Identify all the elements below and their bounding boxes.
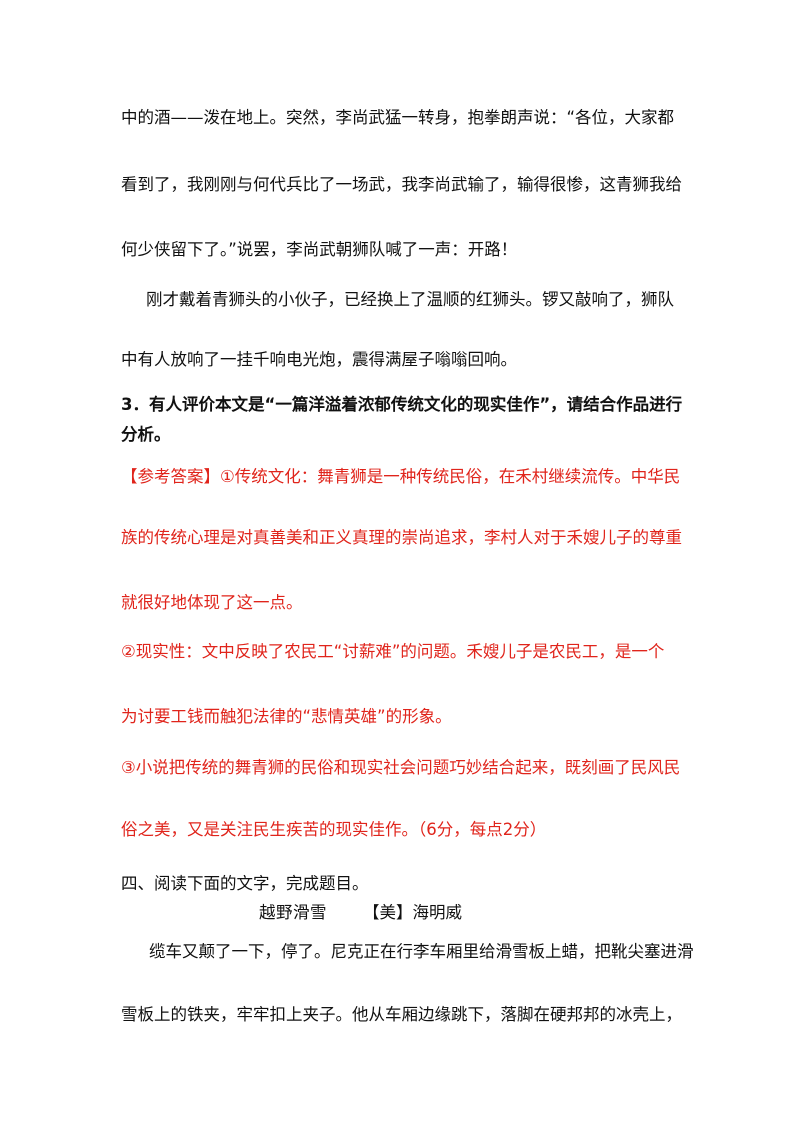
article-body-line: 雪板上的铁夹，牢牢扣上夹子。他从车厢边缘跳下，落脚在硬邦邦的冰壳上， <box>121 1005 682 1024</box>
story-line: 中的酒——泼在地上。突然，李尚武猛一转身，抱拳朗声说：“各位，大家都 <box>121 108 675 127</box>
answer-line: 【参考答案】①传统文化：舞青狮是一种传统民俗，在禾村继续流传。中华民 <box>121 467 681 486</box>
answer-line: 就很好地体现了这一点。 <box>121 593 303 612</box>
answer-line: ③小说把传统的舞青狮的民俗和现实社会问题巧妙结合起来，既刻画了民风民 <box>121 758 681 777</box>
story-line: 中有人放响了一挂千响电光炮，震得满屋子嗡嗡回响。 <box>121 350 517 369</box>
article-author: 【美】海明威 <box>363 903 462 922</box>
article-title: 越野滑雪 <box>259 903 327 922</box>
answer-line: 族的传统心理是对真善美和正义真理的崇尚追求，李村人对于禾嫂儿子的尊重 <box>121 528 682 547</box>
story-line: 看到了，我刚刚与何代兵比了一场武，我李尚武输了，输得很惨，这青狮我给 <box>121 175 682 194</box>
story-line: 何少侠留下了。”说罢，李尚武朝狮队喊了一声：开路！ <box>121 240 518 259</box>
story-line: 刚才戴着青狮头的小伙子，已经换上了温顺的红狮头。锣又敲响了，狮队 <box>146 290 674 309</box>
article-body-line: 缆车又颠了一下，停了。尼克正在行李车厢里给滑雪板上蜡，把靴尖塞进滑 <box>149 942 694 961</box>
question-3-line: 分析。 <box>121 425 171 444</box>
answer-line: 为讨要工钱而触犯法律的“悲情英雄”的形象。 <box>121 707 452 726</box>
answer-line: 俗之美，又是关注民生疾苦的现实佳作。（6分，每点2分） <box>121 820 547 839</box>
answer-line: ②现实性：文中反映了农民工“讨薪难”的问题。禾嫂儿子是农民工，是一个 <box>121 642 665 661</box>
section-heading: 四、阅读下面的文字，完成题目。 <box>121 874 369 893</box>
question-3-line: 3．有人评价本文是“一篇洋溢着浓郁传统文化的现实佳作”，请结合作品进行 <box>121 395 683 414</box>
